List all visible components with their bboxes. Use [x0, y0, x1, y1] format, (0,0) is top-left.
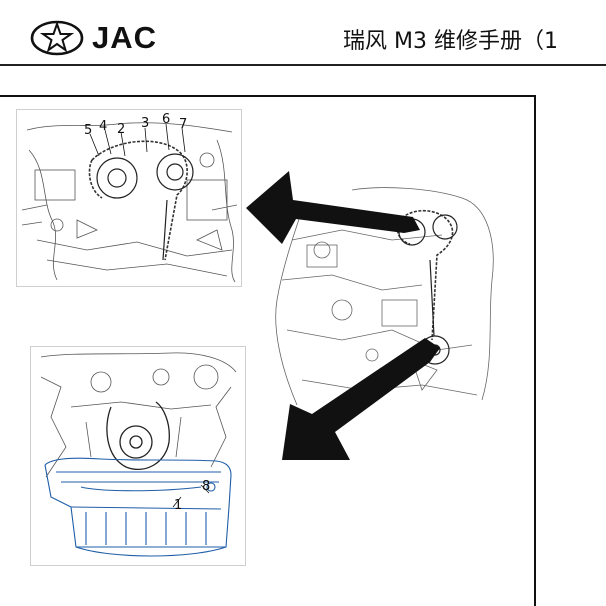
callout-4: 4 — [99, 119, 108, 134]
brand-name: JAC — [92, 20, 158, 55]
arrow-to-bottom-figure — [282, 338, 440, 460]
jac-star-emblem-icon — [30, 20, 84, 56]
oil-pan-figure: 1 8 — [30, 346, 246, 566]
document-title: 瑞风 M3 维修手册（1 — [343, 29, 558, 54]
timing-chain-drawing — [21, 122, 238, 283]
callout-6: 6 — [162, 112, 171, 127]
header-divider — [0, 64, 606, 66]
callout-1: 1 — [174, 498, 183, 513]
timing-chain-figure: 5 4 2 3 6 7 — [16, 109, 242, 287]
oil-pan-drawing — [40, 352, 237, 557]
callout-8: 8 — [202, 479, 211, 494]
callout-3: 3 — [141, 116, 150, 131]
callout-2: 2 — [117, 122, 126, 137]
page-header: JAC 瑞风 M3 维修手册（1 — [0, 0, 606, 66]
jac-logo: JAC — [30, 18, 190, 58]
arrow-to-top-figure — [246, 171, 420, 244]
callout-7: 7 — [179, 117, 188, 132]
callout-5: 5 — [84, 123, 93, 138]
content-frame — [0, 95, 536, 606]
